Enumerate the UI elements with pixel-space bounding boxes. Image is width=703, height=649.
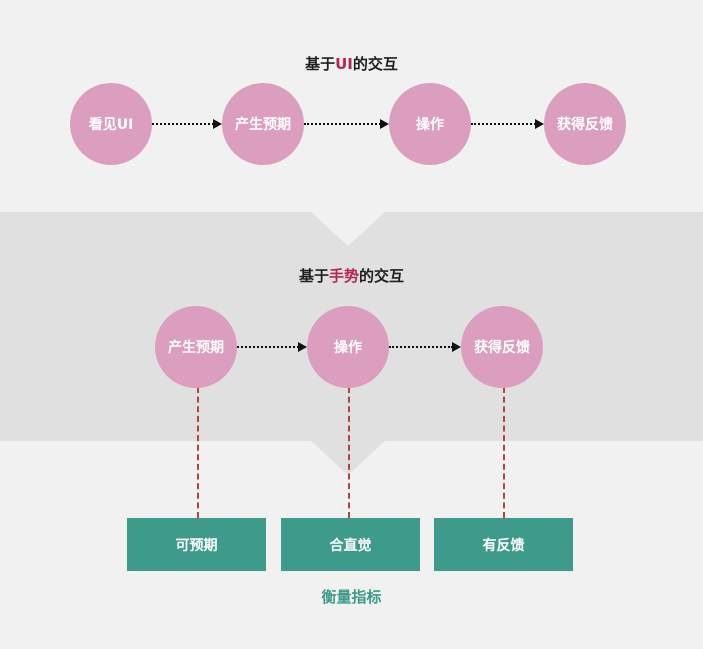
connector-line-1 — [197, 387, 199, 518]
arrow-head-icon — [213, 119, 222, 129]
metric-predictable: 可预期 — [127, 518, 266, 571]
ui-step-operate: 操作 — [389, 83, 471, 165]
title-prefix: 基于 — [298, 267, 329, 285]
gesture-arrow-2 — [389, 341, 461, 353]
gesture-arrow-1 — [237, 341, 307, 353]
arrow-head-icon — [452, 342, 461, 352]
ui-arrow-3 — [471, 118, 544, 130]
title-highlight: 手势 — [328, 267, 359, 285]
metric-feedback: 有反馈 — [434, 518, 573, 571]
ui-arrow-2 — [304, 118, 389, 130]
ui-step-expectation: 产生预期 — [222, 83, 304, 165]
gesture-step-operate: 操作 — [307, 306, 389, 388]
ui-step-see-ui: 看见UI — [70, 83, 152, 165]
metric-intuitive: 合直觉 — [281, 518, 420, 571]
ui-interaction-title: 基于UI的交互 — [0, 53, 703, 74]
metrics-label: 衡量指标 — [321, 588, 382, 606]
gesture-interaction-title: 基于手势的交互 — [0, 265, 703, 286]
arrow-head-icon — [380, 119, 389, 129]
gesture-step-feedback: 获得反馈 — [461, 306, 543, 388]
title-suffix: 的交互 — [352, 55, 398, 73]
arrow-head-icon — [535, 119, 544, 129]
title-highlight: UI — [335, 55, 353, 73]
gesture-step-expectation: 产生预期 — [155, 306, 237, 388]
ui-step-feedback: 获得反馈 — [544, 83, 626, 165]
connector-line-3 — [503, 387, 505, 518]
connector-line-2 — [348, 387, 350, 518]
band-notch-top — [311, 212, 385, 246]
title-suffix: 的交互 — [359, 267, 405, 285]
arrow-head-icon — [298, 342, 307, 352]
ui-arrow-1 — [152, 118, 222, 130]
title-prefix: 基于 — [305, 55, 336, 73]
